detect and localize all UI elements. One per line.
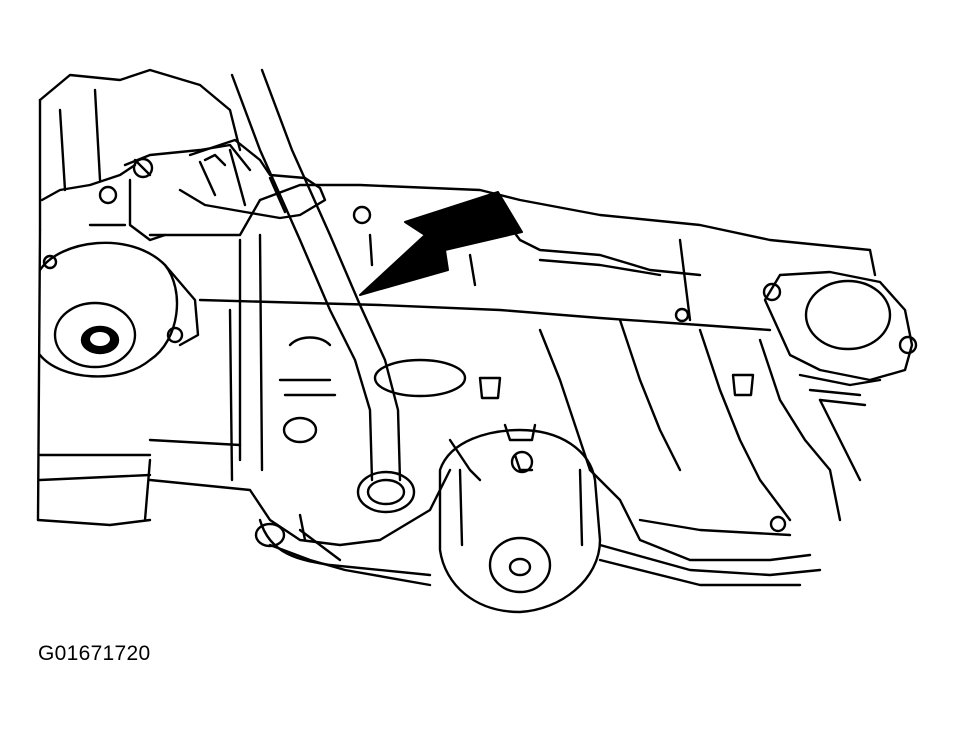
left-mount xyxy=(38,241,200,378)
figure-id-label: G01671720 xyxy=(38,642,151,665)
indicator-arrow xyxy=(359,191,523,296)
bell-housing xyxy=(36,68,242,527)
oil-pan xyxy=(148,438,822,587)
center-mount xyxy=(438,423,602,614)
dipstick-tube xyxy=(230,68,416,514)
right-end-cover xyxy=(762,270,918,407)
tube-clamp xyxy=(178,138,327,220)
upper-bracket xyxy=(88,143,252,242)
